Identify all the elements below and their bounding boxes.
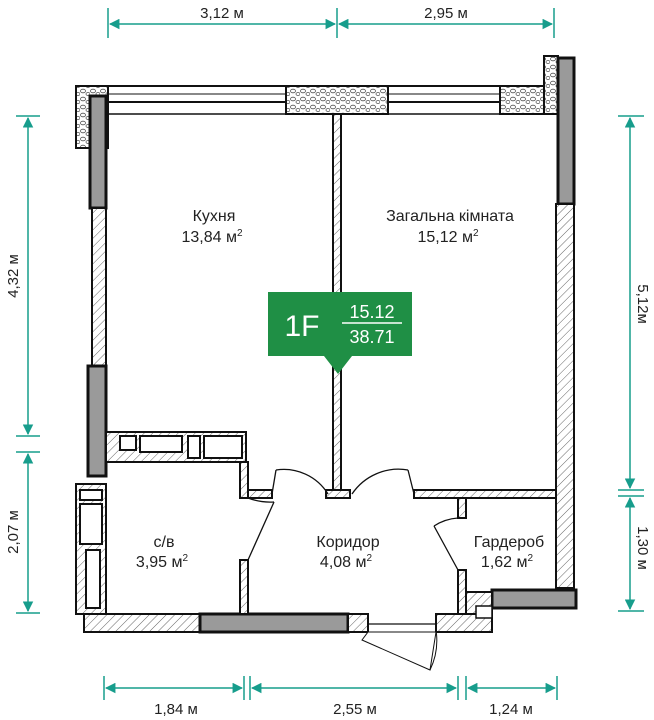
- dim-left-upper: 4,32 м: [5, 254, 22, 298]
- room-name: Коридор: [316, 534, 379, 551]
- dim-top-left: 3,12 м: [200, 5, 244, 22]
- dim-right-lower: 1,30 м: [634, 526, 651, 570]
- room-area: 1,62 м2: [481, 553, 534, 571]
- badge-living-area: 15.12: [349, 302, 394, 322]
- interior-doors: [247, 468, 459, 571]
- dimension-lines: [16, 8, 644, 700]
- badge-total-area: 38.71: [349, 327, 394, 347]
- room-area: 13,84 м2: [181, 228, 242, 246]
- dim-bottom-right: 1,24 м: [489, 701, 533, 718]
- apartment-badge: 1F 15.12 38.71: [268, 292, 412, 374]
- room-corridor: Коридор 4,08 м2: [316, 534, 379, 571]
- dim-top-right: 2,95 м: [424, 5, 468, 22]
- room-area: 4,08 м2: [320, 553, 373, 571]
- room-kitchen: Кухня 13,84 м2: [181, 208, 242, 246]
- room-name: Кухня: [193, 208, 236, 225]
- room-name: Гардероб: [474, 534, 544, 551]
- room-bathroom: с/в 3,95 м2: [136, 534, 189, 571]
- room-living: Загальна кімната 15,12 м2: [386, 208, 514, 246]
- dim-right-upper: 5,12м: [634, 284, 651, 324]
- dim-left-lower: 2,07 м: [5, 510, 22, 554]
- dim-bottom-left: 1,84 м: [154, 701, 198, 718]
- room-area: 15,12 м2: [417, 228, 478, 246]
- walls: [75, 55, 578, 671]
- room-name: с/в: [154, 534, 175, 551]
- room-area: 3,95 м2: [136, 553, 189, 571]
- room-wardrobe: Гардероб 1,62 м2: [474, 534, 544, 571]
- dim-bottom-middle: 2,55 м: [333, 701, 377, 718]
- badge-type: 1F: [284, 310, 319, 343]
- room-name: Загальна кімната: [386, 208, 514, 225]
